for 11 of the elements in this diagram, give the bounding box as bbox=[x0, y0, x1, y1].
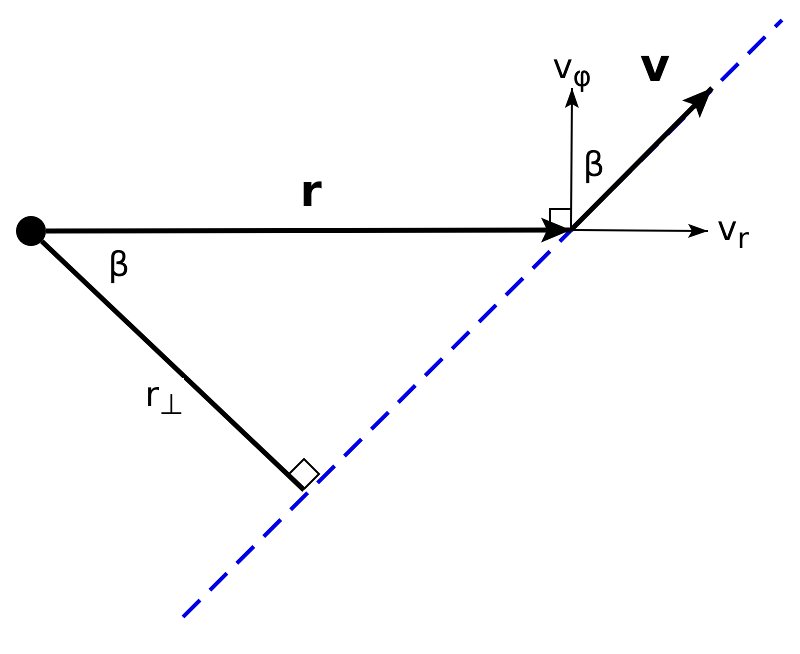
vector-label: v bbox=[640, 42, 712, 88]
arrow bbox=[571, 224, 708, 238]
angle-label: β bbox=[108, 248, 130, 282]
origin-dot bbox=[16, 216, 46, 246]
arrow bbox=[46, 218, 571, 243]
angle-label: β bbox=[583, 148, 605, 182]
vector-label: v$_{r}$ bbox=[708, 212, 758, 250]
right-angle-mark bbox=[288, 458, 320, 490]
arrow bbox=[564, 88, 579, 230]
line-segment bbox=[40, 240, 306, 492]
arrow bbox=[569, 86, 714, 232]
